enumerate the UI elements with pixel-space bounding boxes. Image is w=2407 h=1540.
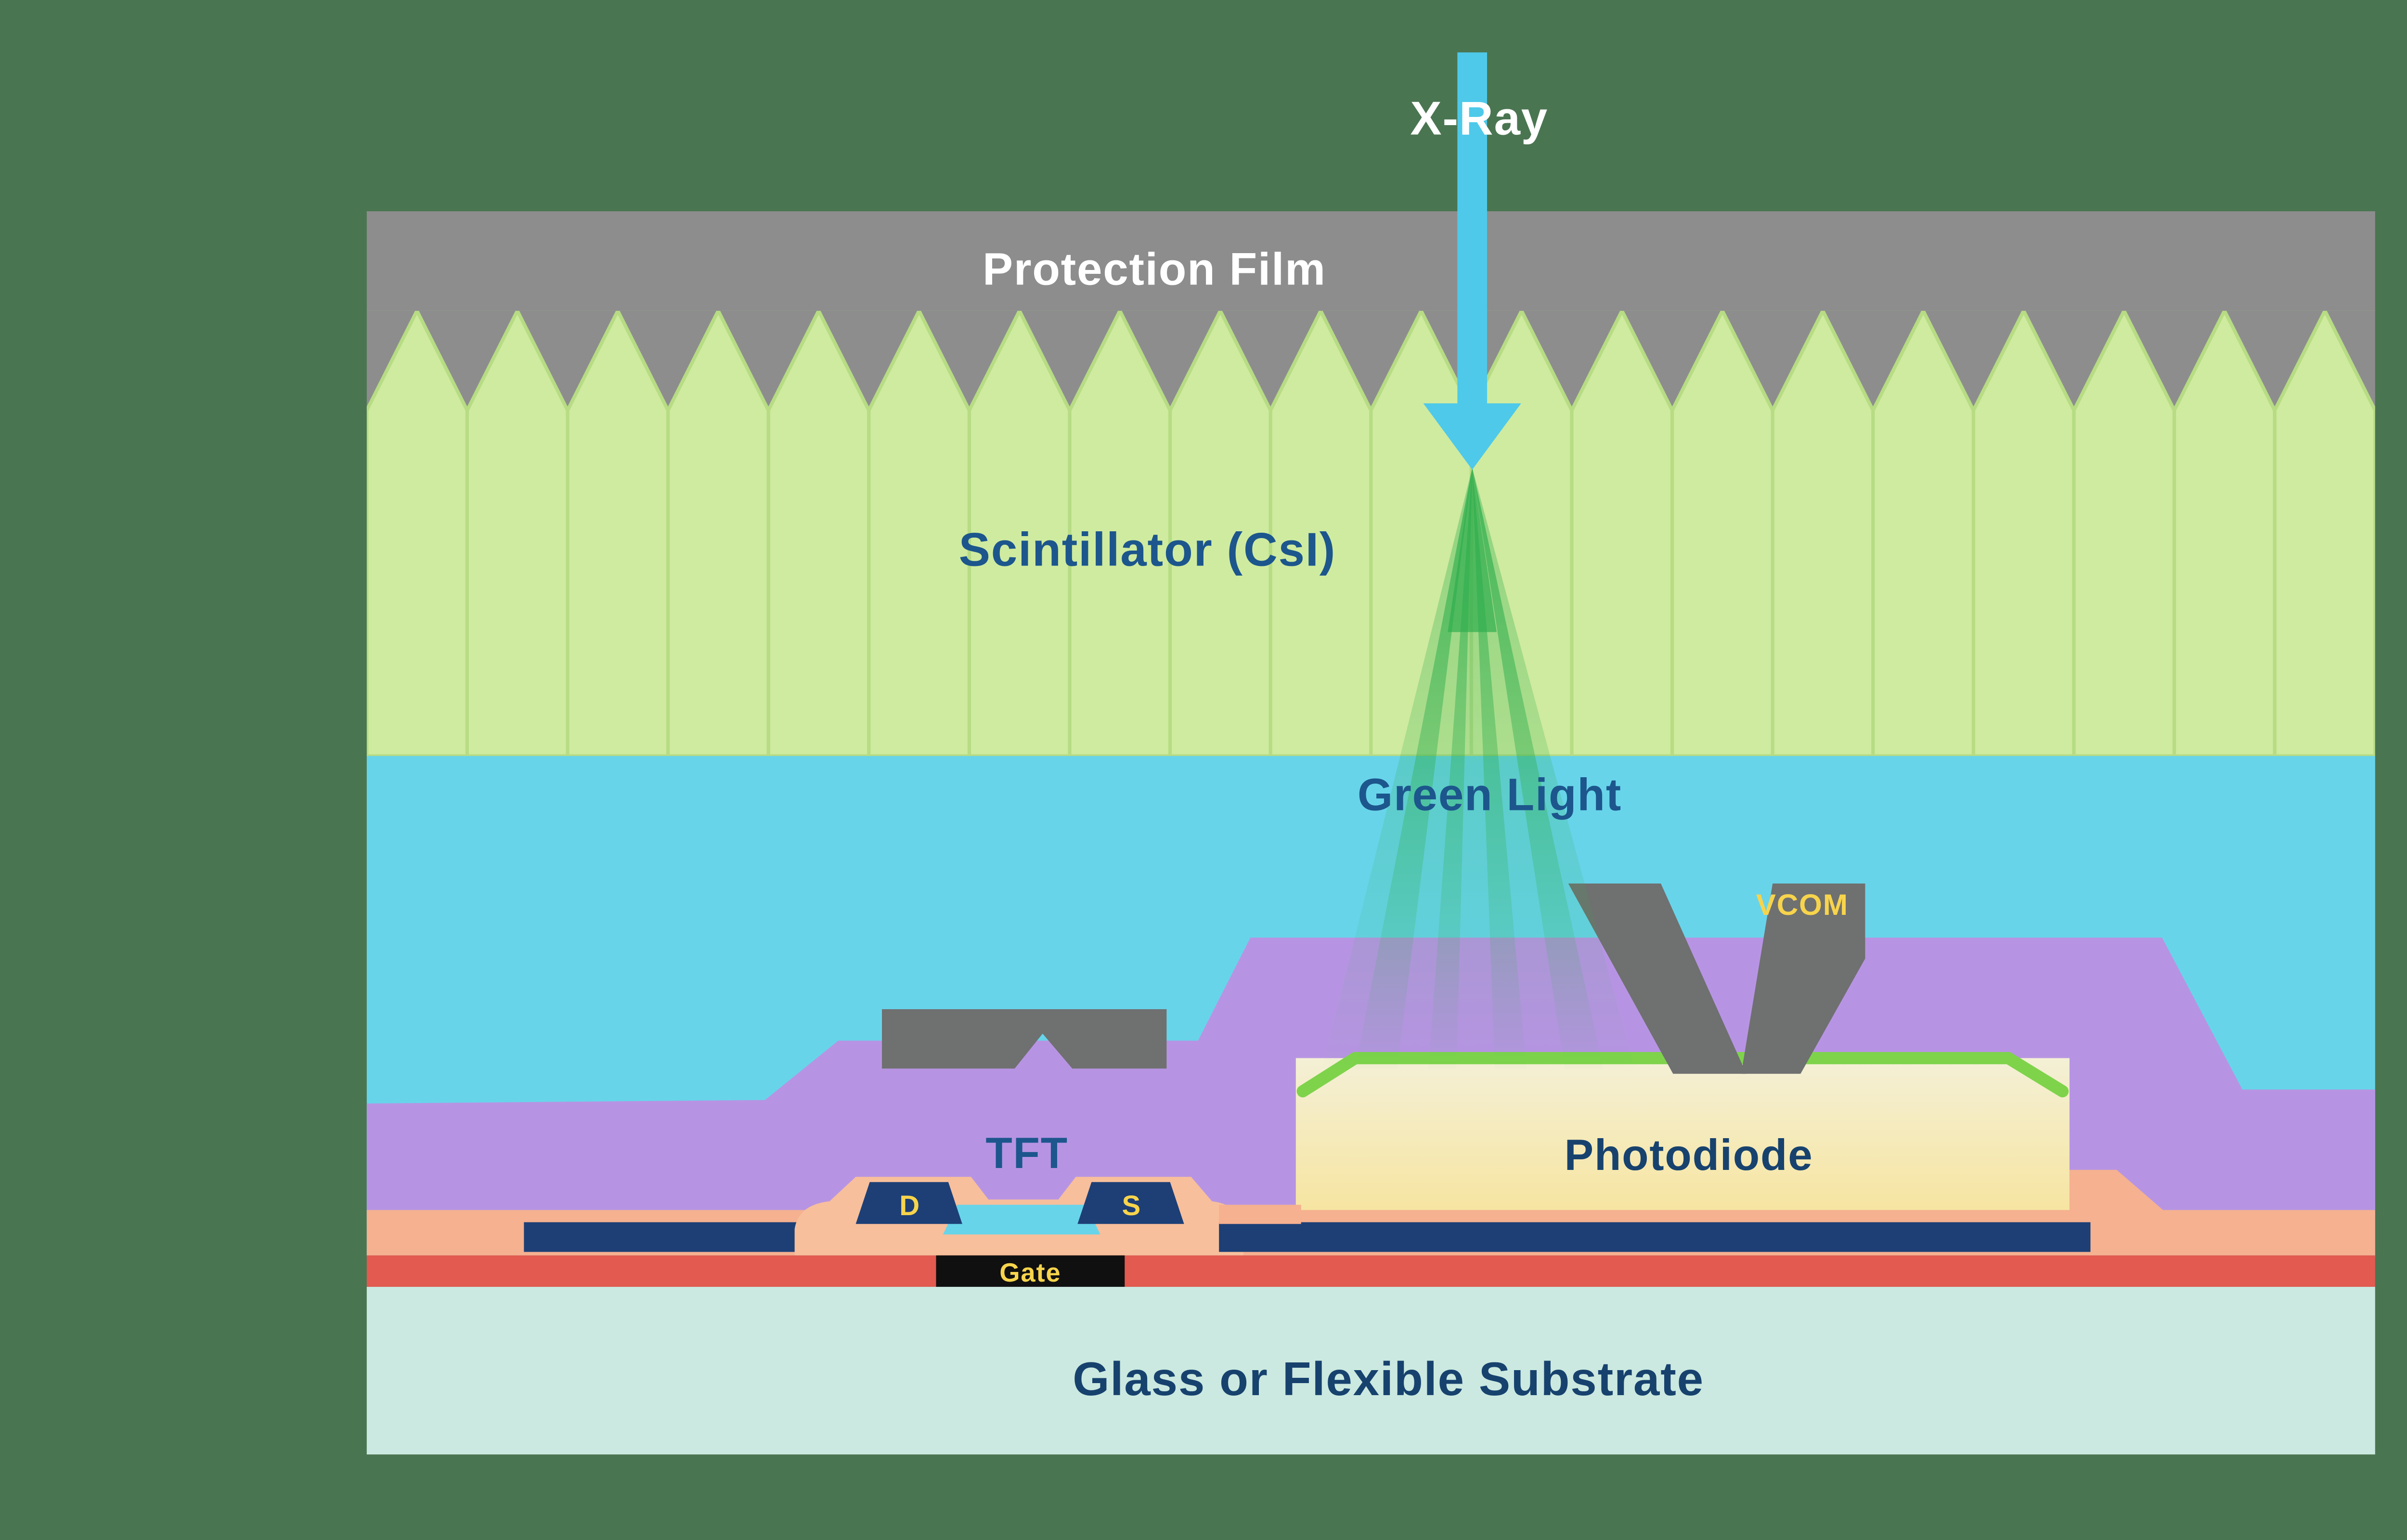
label-photodiode: Photodiode xyxy=(1565,1131,1813,1180)
xray-arrow xyxy=(1423,52,1521,470)
label-green-light: Green Light xyxy=(1358,769,1622,820)
label-tft-gate: Gate xyxy=(999,1258,1061,1287)
label-protection-film: Protection Film xyxy=(983,244,1326,294)
green-light-ray xyxy=(1355,468,1473,1069)
green-light-cone xyxy=(1322,468,1635,1069)
label-tft: TFT xyxy=(985,1129,1068,1178)
label-xray: X-Ray xyxy=(1410,91,1548,144)
tft-shield-electrode xyxy=(882,1009,1167,1069)
xray-arrow-shaft xyxy=(1457,52,1488,407)
photodiode-body xyxy=(1295,1058,2070,1219)
scintillator-layer xyxy=(366,310,2375,756)
barrier-layer xyxy=(366,1255,2375,1287)
label-tft-drain: D xyxy=(899,1190,920,1221)
vcom-electrode-right xyxy=(1741,883,1865,1074)
tft-drain-electrode xyxy=(855,1182,962,1224)
green-light-core xyxy=(1448,468,1497,632)
tft-channel xyxy=(943,1205,1100,1235)
insulator-lip-right-of-photodiode xyxy=(2069,1169,2169,1216)
label-vcom: VCOM xyxy=(1756,888,1849,922)
insulator-strip-left-of-photodiode xyxy=(1219,1205,1301,1224)
tft-gate-electrode xyxy=(936,1255,1125,1289)
tft-source-electrode xyxy=(1077,1182,1184,1224)
substrate-layer xyxy=(366,1286,2375,1455)
label-substrate: Glass or Flexible Substrate xyxy=(1073,1352,1704,1405)
metal-line-right xyxy=(1219,1222,2091,1252)
label-tft-source: S xyxy=(1122,1190,1142,1221)
metal-line-left xyxy=(524,1222,821,1252)
label-scintillator: Scintillator (CsI) xyxy=(959,523,1336,576)
vcom-electrode-left xyxy=(1568,883,1747,1074)
xray-arrow-head xyxy=(1423,403,1521,470)
